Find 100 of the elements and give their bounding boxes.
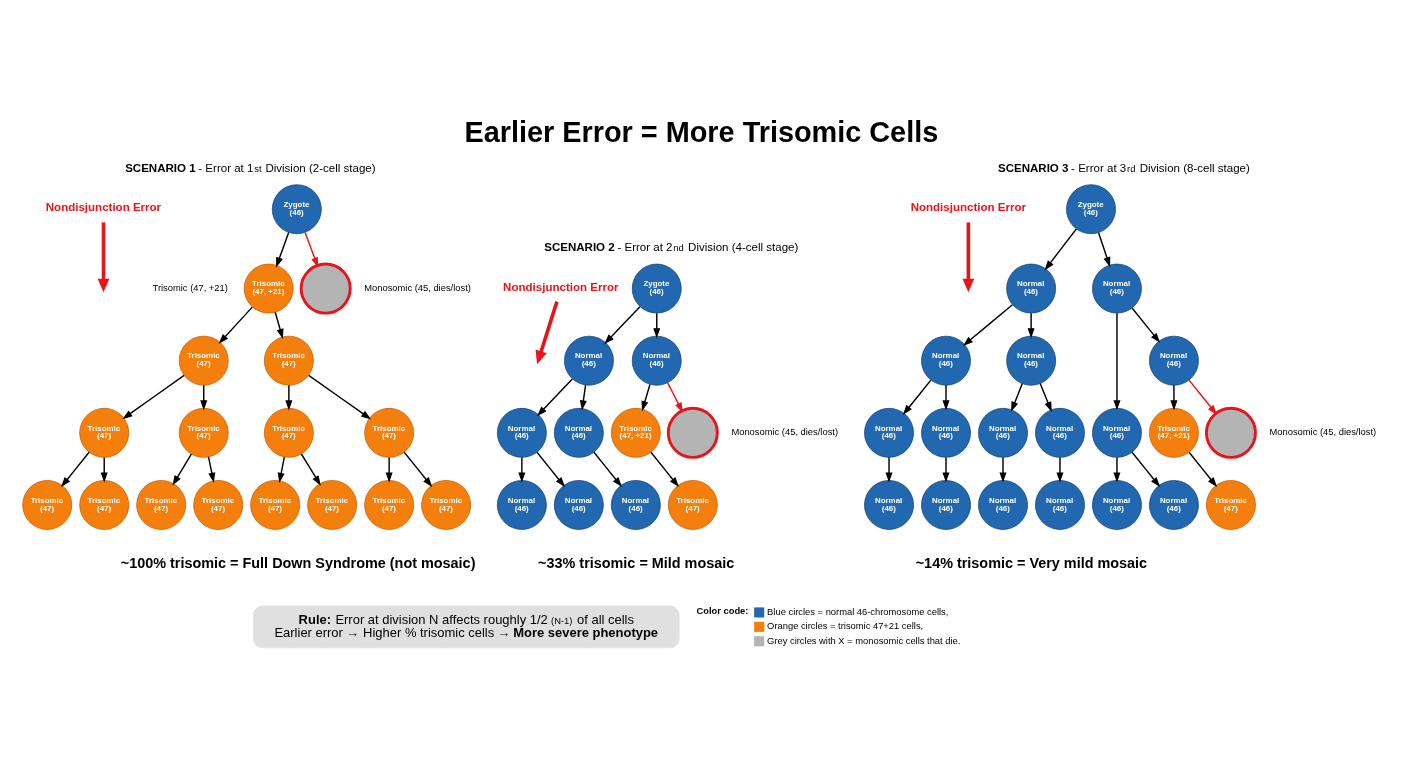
arrow (100, 456, 108, 483)
node-circle: Normal (46) (1092, 479, 1142, 530)
legend-label: Grey circles with X = monosomic cells that die. (767, 635, 961, 646)
node-circle: Normal (46) (864, 407, 914, 458)
arrow (604, 305, 641, 344)
node-circle (666, 406, 719, 459)
node-circle: Trisomic (47) (364, 479, 415, 530)
node-circle: Normal (46) (1035, 479, 1085, 530)
node-text: Nondisjunction Error (45, 200, 162, 213)
arrow (276, 231, 290, 267)
node-circle: Trisomic (47) (250, 479, 301, 530)
arrow (1188, 451, 1218, 487)
node-circle: Normal (46) (1035, 407, 1085, 458)
node-circle: Trisomic (47) (421, 479, 471, 530)
arrow (207, 455, 216, 483)
arrow (593, 451, 622, 487)
node-circle: Trisomic (47) (178, 407, 229, 458)
node-box: Rule: Error at division N affects roughly 1/2 (N-1) of all cells Earlier error → Higher % trisomic cells → More severe phenotype (253, 605, 680, 648)
arrow (1097, 231, 1111, 267)
node-circle: Zygote (46) (271, 183, 322, 234)
arrow (285, 384, 293, 410)
node-circle: Normal (46) (864, 479, 914, 530)
node-circle: Normal (46) (978, 407, 1028, 458)
label: ~100% trisomic = Full Down Syndrome (not mosaic) (120, 554, 476, 571)
arrow (1113, 456, 1121, 483)
arrow (962, 303, 1014, 346)
node-circle: Trisomic (47) (79, 479, 130, 530)
diagram-title: Earlier Error = More Trisomic Cells (464, 115, 939, 148)
arrow (1044, 227, 1078, 270)
arrow (1188, 378, 1218, 415)
node-text: Nondisjunction Error (503, 280, 619, 293)
arrow (537, 377, 574, 416)
node-circle: Normal (46) (1006, 263, 1056, 313)
arrow (1027, 312, 1035, 338)
arrow (1113, 311, 1121, 410)
arrow (536, 451, 566, 487)
node-label: Trisomic (47, +21) (152, 282, 228, 293)
node-circle: Trisomic (47) (264, 407, 314, 458)
label: SCENARIO 3 - Error at 3rd Division (8-cell stage) (997, 161, 1250, 174)
arrow (122, 374, 185, 419)
node-circle: Normal (46) (921, 407, 971, 458)
node-circle: Trisomic (47, +21) (1149, 407, 1199, 458)
node-circle: Trisomic (47) (307, 479, 358, 530)
node-circle: Normal (46) (496, 479, 547, 530)
node-circle: Trisomic (47, +21) (610, 407, 661, 458)
arrow (304, 231, 319, 267)
arrow (962, 221, 975, 292)
node-circle: Trisomic (47) (79, 407, 130, 458)
arrow (942, 456, 950, 483)
arrow (274, 311, 284, 339)
node-circle: Normal (46) (631, 335, 682, 386)
legend-label: Orange circles = trisomic 47+21 cells, (767, 620, 924, 631)
label: SCENARIO 1 - Error at 1st Division (2-cell stage) (125, 161, 376, 174)
node-circle: Trisomic (47) (264, 335, 314, 386)
node-circle: Normal (46) (610, 479, 661, 530)
arrow (885, 456, 893, 483)
node-circle: Normal (46) (1149, 479, 1199, 530)
node-circle: Normal (46) (1149, 335, 1199, 386)
arrow (403, 451, 433, 487)
arrow (1170, 384, 1178, 410)
node-circle: Normal (46) (921, 479, 971, 530)
arrow (1131, 306, 1161, 343)
arrow (535, 300, 559, 364)
label: ~33% trisomic = Mild mosaic (538, 554, 735, 571)
arrow (650, 451, 679, 487)
arrow (1131, 451, 1161, 487)
node-circle: Trisomic (47) (364, 407, 415, 458)
label: ~14% trisomic = Very mild mosaic (915, 554, 1148, 571)
node-label: Monosomic (45, dies/lost) (1269, 426, 1377, 437)
node-circle: Normal (46) (978, 479, 1028, 530)
node-circle: Trisomic (47) (193, 479, 244, 530)
node-circle: Normal (46) (1092, 263, 1142, 313)
arrow (300, 452, 321, 486)
node-circle: Normal (46) (553, 407, 604, 458)
arrow (172, 452, 193, 486)
node-circle: Normal (46) (553, 479, 604, 530)
node-circle: Trisomic (47, +21) (243, 263, 294, 313)
arrow (277, 455, 286, 483)
node-circle (299, 262, 352, 315)
arrow (579, 383, 587, 410)
arrow (1039, 382, 1052, 412)
arrow (666, 381, 683, 413)
node-circle: Zygote (46) (631, 263, 682, 313)
node-circle: Normal (46) (1092, 407, 1142, 458)
arrow (641, 383, 651, 411)
node-circle: Trisomic (47) (22, 479, 73, 530)
node-circle: Trisomic (47) (1206, 479, 1256, 530)
arrow (61, 451, 90, 487)
node-circle: Normal (46) (1006, 335, 1056, 386)
label: SCENARIO 2 - Error at 2nd Division (4-cell stage) (544, 240, 799, 253)
node-circle: Trisomic (47) (136, 479, 187, 530)
legend-label: Blue circles = normal 46-chromosome cells, (767, 606, 949, 617)
arrow (1056, 456, 1064, 483)
label: Color code: (696, 605, 749, 616)
arrow (518, 456, 526, 483)
node-text: Nondisjunction Error (910, 200, 1026, 213)
arrow (307, 374, 372, 419)
arrow (1011, 382, 1023, 412)
arrow (902, 378, 932, 415)
arrow (385, 456, 393, 483)
